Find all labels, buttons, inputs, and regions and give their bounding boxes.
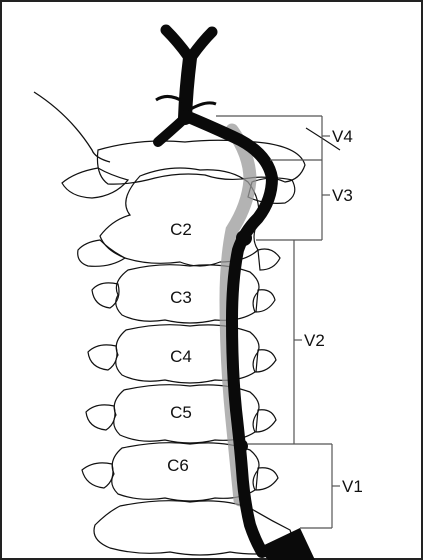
segment-label-v2: V2 xyxy=(304,331,325,350)
skull-base-curve xyxy=(34,92,110,162)
artery-branch-right xyxy=(189,103,216,110)
segment-label-v3: V3 xyxy=(332,186,353,205)
segment-label-v4: V4 xyxy=(332,127,353,146)
right-vertebral-artery xyxy=(186,116,272,552)
vertebra-label-c6: C6 xyxy=(167,456,189,475)
posterior-cerebral-right xyxy=(192,32,212,56)
vertebra-label-c3: C3 xyxy=(170,288,192,307)
artery-entry-point-c6 xyxy=(234,439,248,453)
segment-label-v1: V1 xyxy=(342,477,363,496)
subclavian-artery xyxy=(258,528,315,560)
artery-entry-point-c2 xyxy=(236,230,252,246)
vertebra-label-c4: C4 xyxy=(170,347,192,366)
posterior-cerebral-left xyxy=(166,30,188,56)
vertebra-label-c5: C5 xyxy=(170,403,192,422)
segment-bracket-v2 xyxy=(294,240,302,444)
left-vertebral-artery xyxy=(158,118,185,142)
vertebra-label-c2: C2 xyxy=(170,220,192,239)
